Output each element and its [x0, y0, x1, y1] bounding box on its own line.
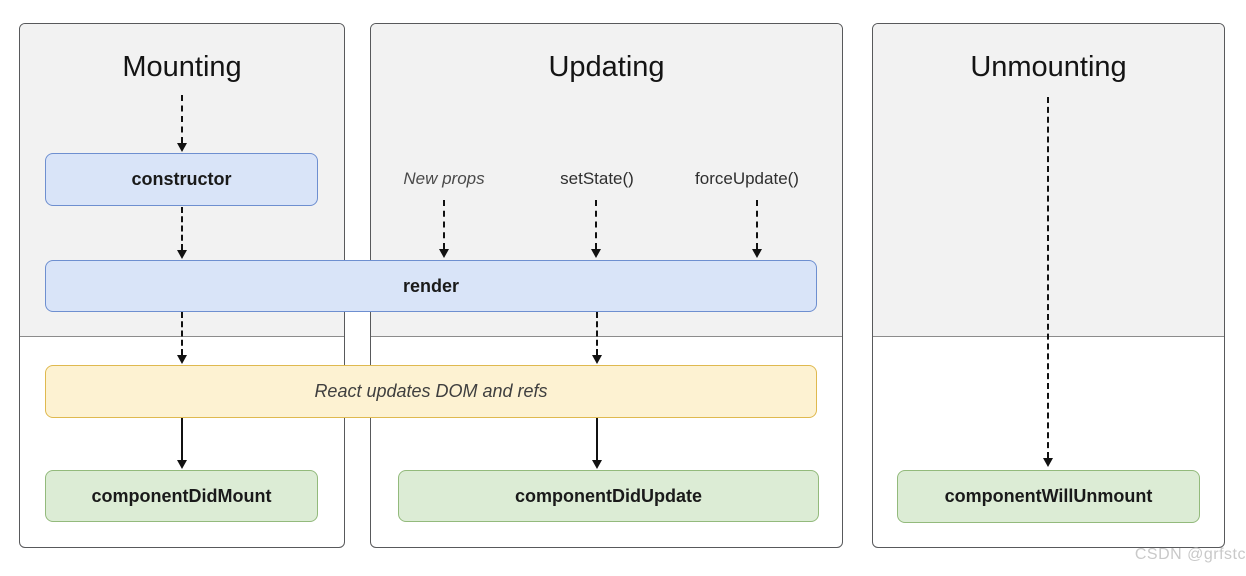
arrow-dom-to-didupdate-icon	[591, 418, 603, 469]
arrow-render-to-dom-right-icon	[591, 312, 603, 364]
watermark: CSDN @grfstc	[1134, 546, 1246, 563]
component-will-unmount-box: componentWillUnmount	[897, 470, 1200, 523]
trigger-label-new-props: New props	[403, 169, 485, 188]
arrow-mounting-start-icon	[176, 95, 188, 152]
component-did-mount-box: componentDidMount	[45, 470, 318, 522]
arrow-unmounting-icon	[1042, 97, 1054, 467]
react-updates-dom-box: React updates DOM and refs	[45, 365, 817, 418]
arrow-new-props-to-render-icon	[438, 200, 450, 258]
arrow-constructor-to-render-icon	[176, 207, 188, 259]
arrow-setstate-to-render-icon	[590, 200, 602, 258]
panel-title-mounting: Mounting	[122, 51, 242, 83]
render-box: render	[45, 260, 817, 312]
arrow-dom-to-didmount-icon	[176, 418, 188, 469]
arrow-forceupdate-to-render-icon	[751, 200, 763, 258]
arrow-render-to-dom-left-icon	[176, 312, 188, 364]
constructor-box: constructor	[45, 153, 318, 206]
panel-title-updating: Updating	[548, 51, 665, 83]
trigger-label-setstate: setState()	[560, 169, 634, 188]
panel-title-unmounting: Unmounting	[970, 51, 1127, 83]
component-did-update-box: componentDidUpdate	[398, 470, 819, 522]
trigger-label-forceupdate: forceUpdate()	[695, 169, 799, 188]
